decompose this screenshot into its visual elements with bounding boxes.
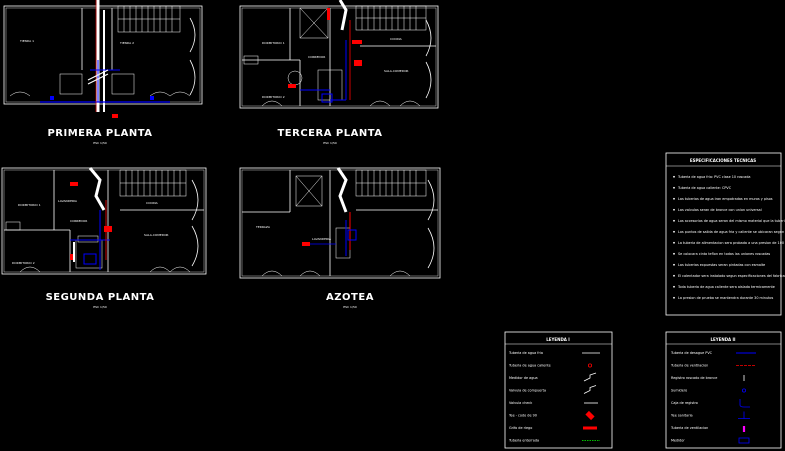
bullet	[673, 230, 675, 233]
spec-item: Las tuberias de agua iran empotradas en …	[678, 197, 773, 201]
symbol-floor-drain	[742, 388, 747, 393]
legend-item-label: Tee - codo de 90	[508, 414, 537, 418]
bullet	[673, 263, 675, 266]
room-label: TIENDA 1	[19, 39, 34, 43]
legend-item-label: Tuberia enterrada	[508, 439, 539, 443]
bullet	[673, 274, 675, 277]
room-label: LAVANDERIA	[312, 237, 332, 241]
room-label: COCINA	[390, 37, 403, 41]
legend-item-label: Tuberia de ventilacion	[670, 426, 708, 430]
legend-item-label: Tuberia de agua caliente	[508, 364, 551, 368]
plan-title: TERCERA PLANTA	[277, 128, 382, 139]
symbol-hot-pipe	[588, 363, 593, 368]
spec-item: La presion de prueba se mantendra durant…	[678, 296, 773, 300]
legend-2: LEYENDA II Tuberia de desague PVCTuberia…	[665, 331, 782, 449]
legend-item-label: Medidor	[671, 439, 685, 443]
legend-item-label: Valvula check	[509, 401, 532, 405]
legend-item-label: Registro roscado de bronce	[671, 376, 717, 380]
plan-scale: ESC 1/50	[343, 305, 357, 309]
bullet	[673, 241, 675, 244]
spec-item: Toda tuberia de agua caliente sera aisla…	[677, 285, 775, 289]
room-label: LAVANDERIA	[58, 199, 78, 203]
room-label: SALA-COMEDOR	[144, 233, 169, 237]
legend-1-title: LEYENDA I	[546, 337, 570, 342]
legend-item-label: Yee sanitaria	[671, 414, 693, 418]
specifications-title: ESPECIFICACIONES TECNICAS	[690, 158, 756, 163]
legend-2-list: Tuberia de desague PVC Tuberia de ventila…	[670, 351, 756, 444]
bullet	[673, 186, 675, 189]
pipes-tercera-planta	[288, 0, 362, 103]
legend-item-label: Grifo de riego	[509, 426, 532, 430]
bullet	[673, 285, 675, 288]
spec-item: Los puntos de salida de agua fria y cali…	[678, 230, 785, 234]
spec-item: Tuberia de agua caliente: CPVC	[677, 186, 732, 190]
symbol-hose-bib	[583, 426, 597, 430]
room-label: DORMITORIO 2	[262, 95, 285, 99]
room-label: DORMITORIO 1	[18, 203, 41, 207]
legend-item-label: Valvula de compuerta	[509, 389, 546, 393]
plan-title: SEGUNDA PLANTA	[46, 292, 155, 303]
symbol-tee	[585, 410, 595, 421]
symbol-meter-box	[738, 437, 750, 444]
bullet	[673, 296, 675, 299]
symbol-wye	[738, 411, 750, 419]
legend-2-title: LEYENDA II	[710, 337, 736, 342]
legend-item-label: Tuberia de agua fria	[508, 351, 543, 355]
plan-azotea	[239, 167, 441, 279]
room-label: DORMITORIO 1	[262, 41, 285, 45]
bullet	[673, 219, 675, 222]
bullet	[673, 208, 675, 211]
bullet	[673, 252, 675, 255]
bullet	[673, 197, 675, 200]
room-label: CORREDOR	[70, 219, 87, 223]
legend-item-label: Tuberia de ventilacion	[670, 364, 708, 368]
plan-scale: ESC 1/50	[323, 141, 337, 145]
plan-segunda-planta	[1, 167, 207, 275]
room-label: SALA-COMEDOR	[384, 69, 409, 73]
room-label: DORMITORIO 2	[12, 261, 35, 265]
legend-item-label: Sumidero	[671, 389, 687, 393]
room-label: COCINA	[146, 201, 159, 205]
spec-item: Los accesorios de agua seran del mismo m…	[678, 219, 785, 223]
plan-tercera-planta	[239, 5, 439, 109]
room-label: TERRAZA	[255, 225, 271, 229]
spec-item: La tuberia de alimentacion sera probada …	[678, 241, 785, 245]
pipes-azotea	[302, 167, 357, 256]
legend-item-label: Caja de registro	[671, 401, 698, 405]
plan-title: PRIMERA PLANTA	[47, 128, 152, 139]
spec-item: Se colocara cinta teflon en todas las un…	[678, 252, 770, 256]
plan-title: AZOTEA	[326, 292, 374, 303]
legend-item-label: Tuberia de desague PVC	[670, 351, 713, 355]
symbol-gate-valve	[583, 385, 597, 394]
spec-item: Las valvulas seran de bronce con union u…	[678, 208, 762, 212]
symbol-register-box	[739, 399, 750, 408]
bullet	[673, 175, 675, 178]
plan-scale: ESC 1/50	[93, 141, 107, 145]
room-label: TIENDA 2	[119, 41, 134, 45]
room-label: CORREDOR	[308, 55, 325, 59]
spec-item: Tuberia de agua fria: PVC clase 10 rosca…	[677, 175, 750, 179]
legend-item-label: Medidor de agua	[509, 376, 538, 380]
spec-item: El calentador sera instalado segun espec…	[678, 274, 785, 278]
pipes-primera-planta	[40, 0, 170, 118]
specifications-list: Tuberia de agua fria: PVC clase 10 rosca…	[673, 175, 785, 300]
spec-item: Las tuberias expuestas seran pintadas co…	[678, 263, 765, 267]
plan-scale: ESC 1/50	[93, 305, 107, 309]
pipes-segunda-planta	[70, 167, 112, 270]
symbol-meter	[583, 372, 597, 382]
specifications-box: ESPECIFICACIONES TECNICAS Tuberia de agu…	[665, 152, 785, 316]
